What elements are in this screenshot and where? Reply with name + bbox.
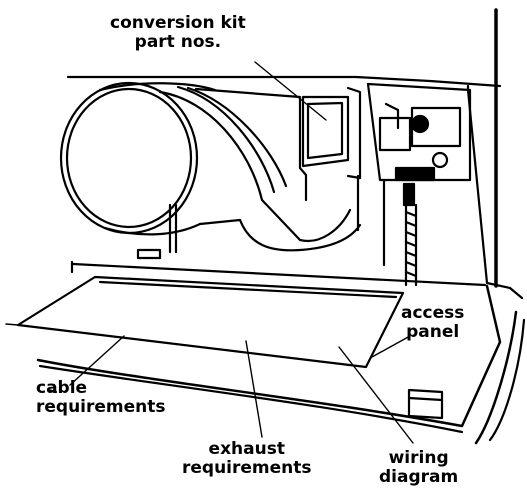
callout-conversion-kit: conversion kit part nos. (110, 13, 246, 52)
leader-wiring (338, 346, 414, 444)
callout-cable-requirements: cable requirements (36, 378, 166, 417)
flex-gas-line (404, 203, 418, 287)
bracket (136, 248, 162, 260)
blower-housing (59, 81, 362, 252)
leader-exhaust (245, 340, 263, 438)
door-edge (474, 310, 518, 445)
callout-exhaust-requirements: exhaust requirements (182, 439, 312, 478)
leader-conversion-kit (254, 61, 327, 121)
panel-edge-left (5, 323, 19, 326)
gas-valve-assembly (366, 82, 472, 207)
support-post-right (356, 174, 386, 267)
support-post-left (168, 203, 178, 254)
callout-wiring-diagram: wiring diagram (379, 448, 459, 487)
callout-access-panel: access panel (401, 303, 465, 342)
conversion-kit-plate (301, 86, 362, 180)
door-edge-inner (488, 318, 526, 442)
leader-access-panel (371, 335, 411, 358)
access-panel-outline (16, 275, 502, 434)
cabinet-top-edge (66, 75, 502, 88)
leader-cable (69, 335, 125, 386)
cabinet-shelf (71, 262, 487, 287)
latch-box (407, 388, 444, 420)
cabinet-right-edge (485, 281, 524, 300)
